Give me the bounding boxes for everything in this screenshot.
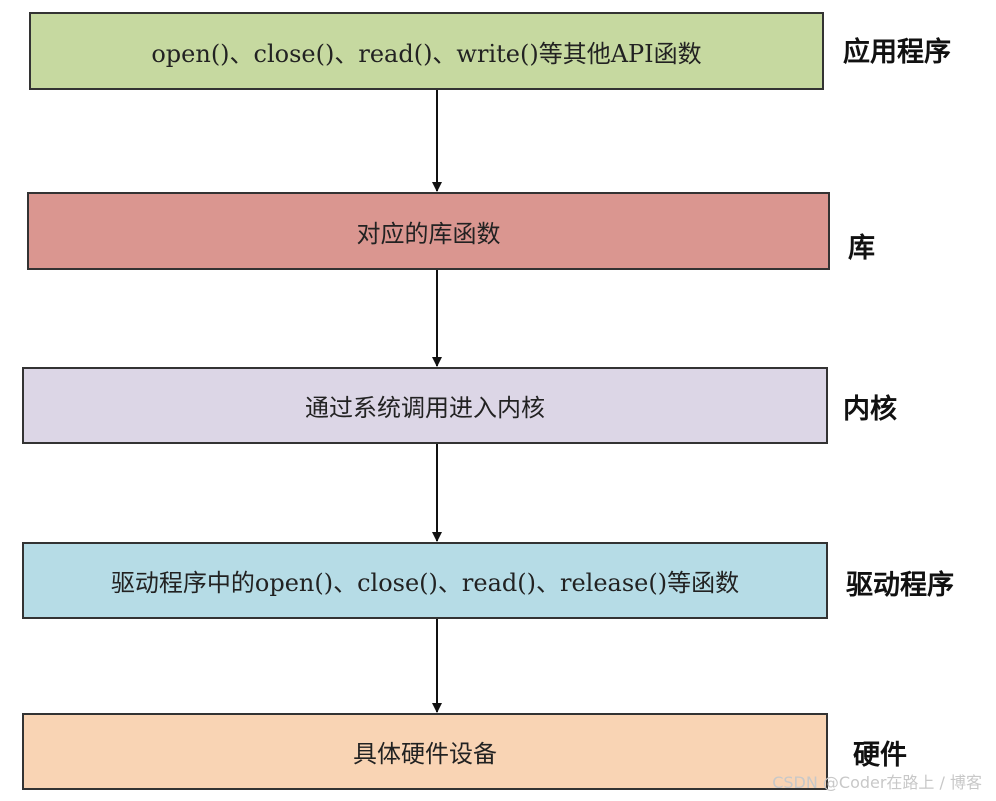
library-layer-text: 对应的库函数 [356, 219, 501, 248]
kernel-layer-text: 通过系统调用进入内核 [305, 394, 545, 422]
hardware-layer-text: 具体硬件设备 [353, 740, 497, 768]
kernel-layer-box: 通过系统调用进入内核 [22, 367, 828, 444]
hardware-layer-box: 具体硬件设备 [22, 713, 828, 790]
library-layer-label: 库 [848, 233, 875, 264]
driver-layer-box: 驱动程序中的open()、close()、read()、release()等函数 [22, 542, 828, 619]
hardware-layer-label: 硬件 [853, 740, 907, 771]
application-layer-box: open()、close()、read()、write()等其他API函数 [29, 12, 824, 90]
watermark-text: CSDN @Coder在路上 / 博客 [772, 773, 982, 792]
application-layer-label: 应用程序 [843, 37, 951, 68]
driver-layer-label: 驱动程序 [846, 570, 954, 601]
driver-layer-text: 驱动程序中的open()、close()、read()、release()等函数 [110, 569, 740, 597]
kernel-layer-label: 内核 [843, 394, 897, 425]
application-layer-text: open()、close()、read()、write()等其他API函数 [151, 39, 702, 68]
library-layer-box: 对应的库函数 [27, 192, 830, 270]
